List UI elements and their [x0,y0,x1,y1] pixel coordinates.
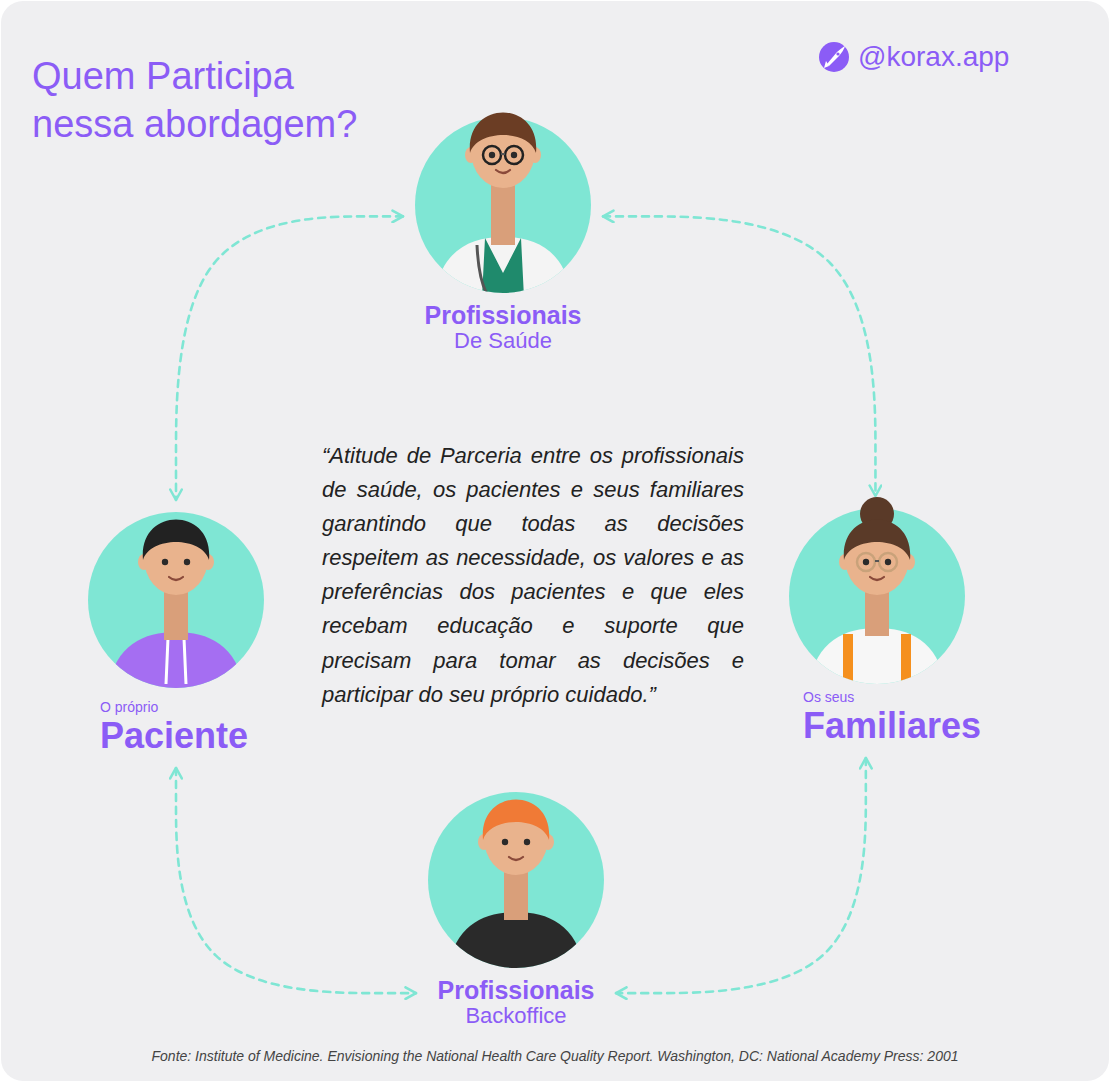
node-subtext: Backoffice [428,1004,604,1029]
avatar-circle [428,792,604,968]
definition-quote: “Atitude de Parceria entre os profission… [322,439,744,712]
node-heading: Os seus [789,690,981,706]
avatar-circle [88,512,264,688]
avatar-figure [446,800,586,993]
node-subtext: Familiares [789,706,981,746]
source-caption: Fonte: Institute of Medicine. Envisionin… [0,1048,1110,1064]
handle-text: @korax.app [858,40,1009,74]
avatar-circle [789,508,965,684]
dashed-connector [176,768,416,993]
node-subtext: Paciente [88,716,264,756]
node-heading: O próprio [88,700,264,716]
avatar-figure [106,520,246,713]
participant-node: ProfissionaisDe Saúde [415,117,591,354]
rocket-icon [819,42,849,72]
avatar-circle [415,117,591,293]
node-subtext: De Saúde [415,329,591,354]
avatar-figure [433,113,573,318]
avatar-figure [807,497,947,714]
dashed-connector [616,758,866,993]
title-text: Quem Participa nessa abordagem? [32,52,377,149]
participant-node: O próprioPaciente [88,512,264,756]
node-heading: Profissionais [428,976,604,1004]
participant-node: Os seusFamiliares [789,508,981,746]
node-heading: Profissionais [415,301,591,329]
participant-node: ProfissionaisBackoffice [428,792,604,1029]
